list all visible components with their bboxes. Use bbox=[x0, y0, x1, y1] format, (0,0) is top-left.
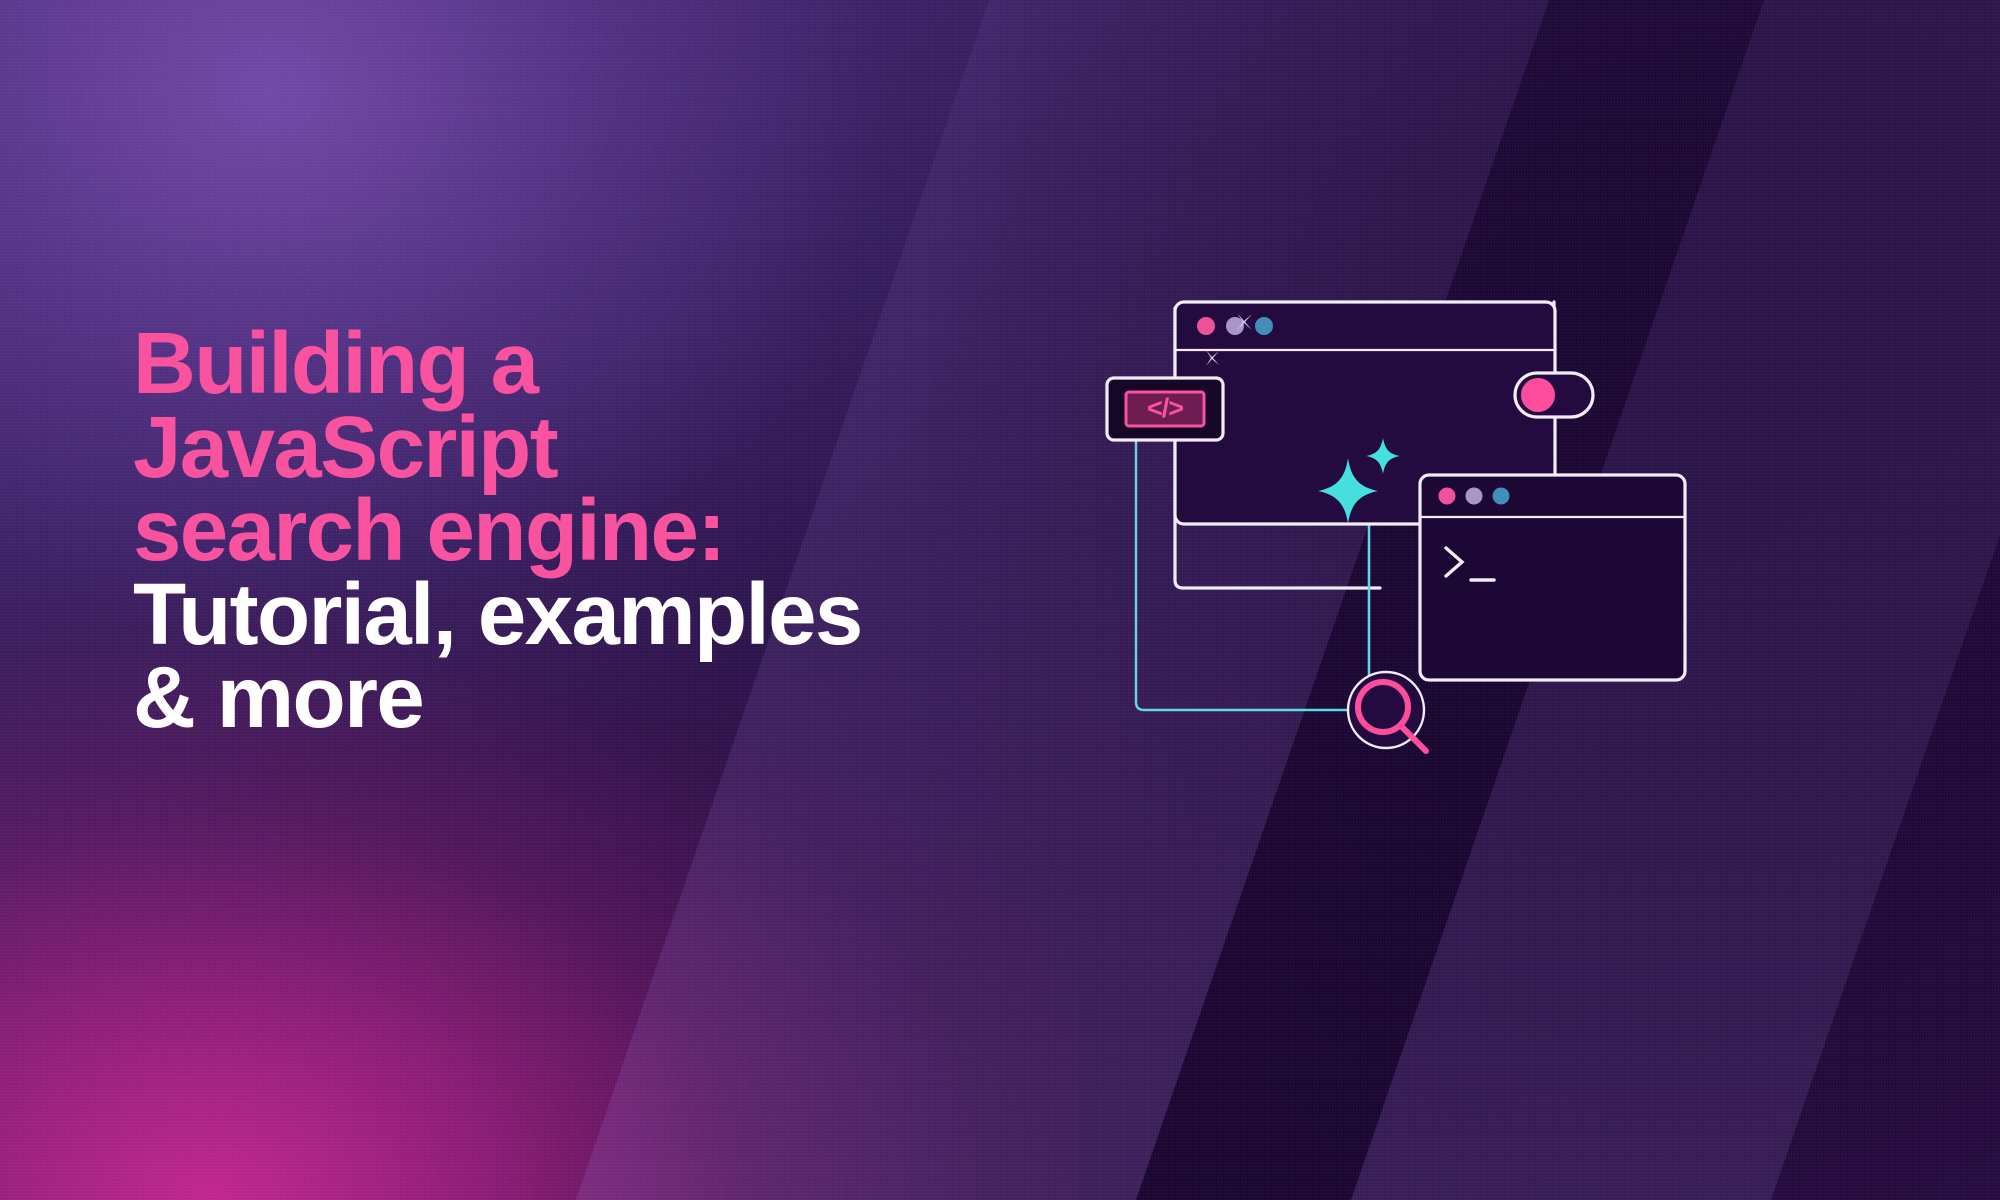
headline-line-1: Building a bbox=[133, 315, 539, 412]
browser-dot-blue bbox=[1255, 317, 1273, 335]
magnifier-handle bbox=[1398, 723, 1429, 754]
browser-dot-pink bbox=[1197, 317, 1215, 335]
page-title: Building a JavaScript search engine: Tut… bbox=[133, 315, 993, 747]
code-badge[interactable]: </> bbox=[1105, 376, 1225, 442]
terminal-window[interactable] bbox=[1418, 473, 1687, 682]
sparkle-x-tiny bbox=[1206, 350, 1219, 366]
code-badge-label: </> bbox=[1147, 393, 1183, 423]
sparkle-star-small bbox=[1366, 438, 1400, 474]
connector-white-vertical bbox=[1173, 306, 1382, 590]
background-glow-bottom-left bbox=[0, 580, 1080, 1200]
browser-dot-purple bbox=[1226, 317, 1244, 335]
magnifier-lens bbox=[1355, 679, 1411, 735]
search-magnifier-icon[interactable] bbox=[1346, 670, 1429, 754]
headline-line-4: Tutorial, examples bbox=[133, 565, 863, 663]
terminal-prompt-icon bbox=[1444, 546, 1496, 582]
headline-line-5: & more bbox=[133, 649, 425, 747]
headline-line-2: JavaScript bbox=[133, 398, 559, 496]
code-badge-inner bbox=[1124, 390, 1206, 428]
terminal-window-frame bbox=[1418, 473, 1687, 682]
terminal-dot-purple bbox=[1465, 487, 1483, 505]
headline-line-3: search engine: bbox=[133, 482, 726, 580]
terminal-dot-pink bbox=[1438, 487, 1456, 505]
toggle-switch[interactable] bbox=[1513, 371, 1595, 419]
terminal-dot-blue bbox=[1492, 487, 1510, 505]
toggle-switch-knob bbox=[1521, 378, 1555, 412]
browser-window[interactable] bbox=[1173, 300, 1557, 526]
search-engine-illustration: </> bbox=[1105, 290, 1830, 850]
sparkle-star-large bbox=[1318, 458, 1378, 524]
sparkle-x-small bbox=[1237, 313, 1252, 331]
